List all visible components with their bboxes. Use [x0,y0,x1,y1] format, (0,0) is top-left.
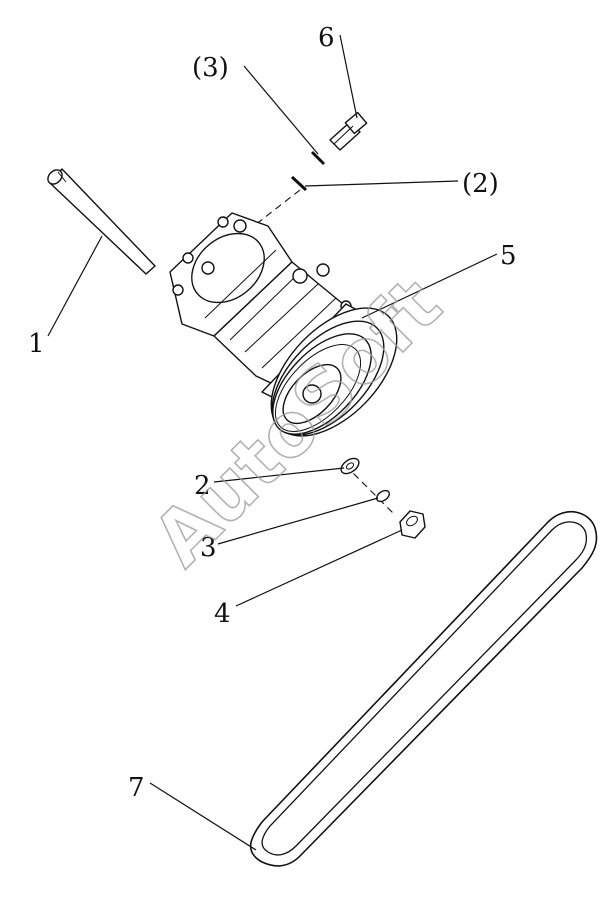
part-6-bolt [329,111,368,151]
leader-3p [243,65,319,155]
assembly-axis-upper [254,189,301,226]
leader-lines [47,34,498,851]
callout-2-parenthesized: (2) [462,169,499,199]
part-7-drive-belt [249,511,598,867]
assembly-axis-lower [344,464,396,516]
leader-6 [339,34,358,119]
callout-1: 1 [28,329,45,359]
leader-1 [47,235,103,337]
leader-2p [304,180,459,187]
callout-3: 3 [200,533,217,563]
callout-6: 6 [318,23,335,53]
part-5-compressor [169,212,398,437]
part-2-washer-upper [290,175,308,192]
part-4-nut [399,510,426,539]
part-2-washer [340,457,360,475]
callout-2: 2 [194,471,211,501]
part-3-pin [310,150,326,166]
leader-2 [213,467,345,483]
callout-4: 4 [214,599,231,629]
leader-7 [149,782,257,851]
leader-3 [217,497,379,545]
callout-7: 7 [128,773,145,803]
callout-5: 5 [500,241,517,271]
leader-4 [235,529,403,607]
part-3-lock-washer [376,489,390,503]
leader-5 [361,253,498,319]
part-1-long-bolt [47,168,156,275]
callout-3-parenthesized: (3) [192,53,229,83]
